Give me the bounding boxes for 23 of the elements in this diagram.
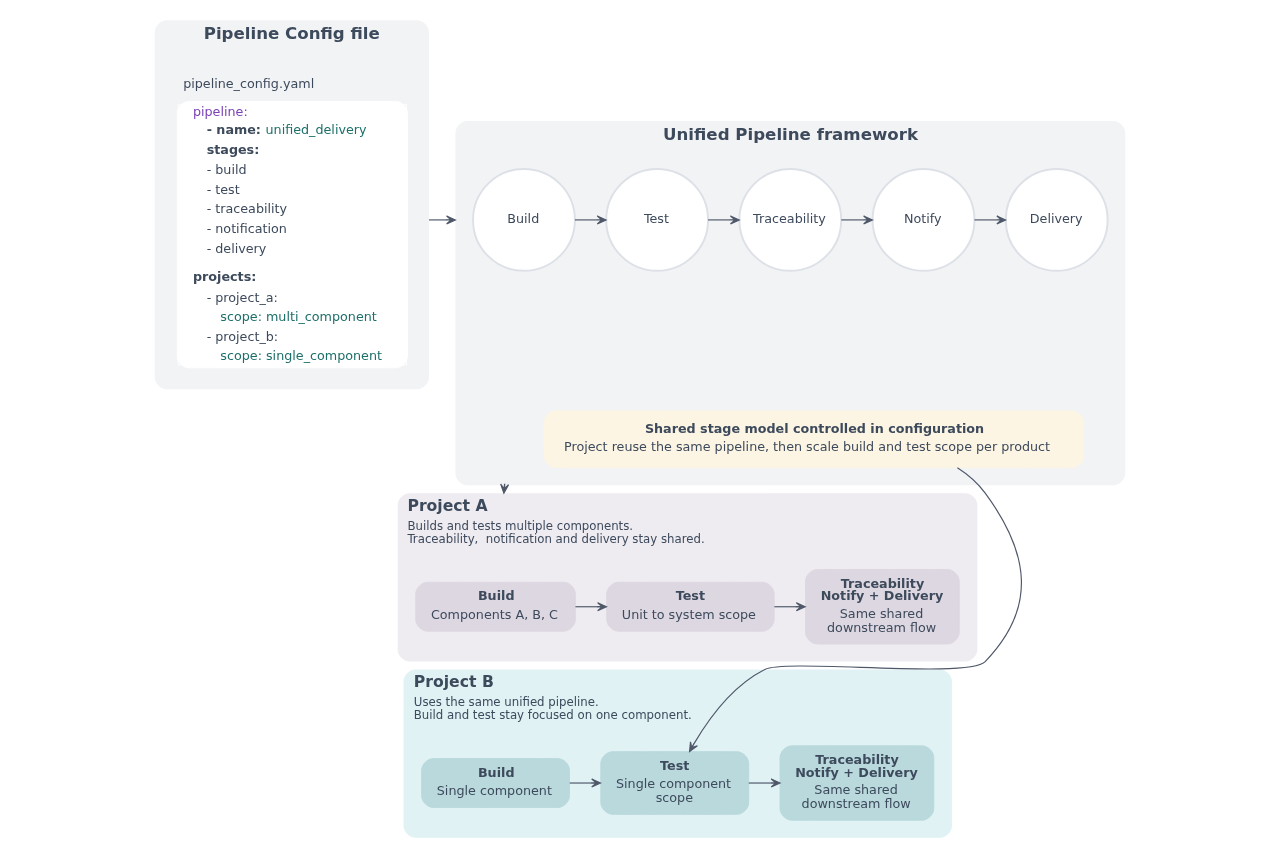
node-box: Build Single component [421, 758, 570, 808]
node-box: Traceability Notify + Delivery Same shared downstream flow [779, 745, 935, 821]
arrow [707, 215, 740, 225]
node-label: pipeline_config.yaml [183, 76, 315, 92]
node-circle: Notify [871, 168, 976, 272]
node-box: Build Components A, B, C [415, 581, 576, 632]
node-circle: Test [605, 168, 710, 272]
arrow [748, 778, 781, 788]
arrow [574, 602, 608, 612]
arrow [840, 215, 874, 225]
arrow [689, 467, 1022, 752]
arrow [773, 602, 806, 612]
node-circle: Build [472, 168, 576, 272]
node-box: Shared stage model controlled in configuration Project reuse the same pipeline, then scale build and test scope per product [543, 410, 1085, 469]
arrow [569, 778, 602, 788]
arrow [428, 215, 456, 225]
node-circle: Traceability [738, 168, 843, 272]
arrow [973, 215, 1007, 225]
arrow [574, 215, 607, 225]
node-box: Traceability Notify + Delivery Same shared downstream flow [805, 569, 960, 645]
node-box: Test Single component scope [600, 751, 750, 815]
node-box: Test Unit to system scope [606, 581, 775, 632]
node-circle: Delivery [1004, 168, 1109, 272]
